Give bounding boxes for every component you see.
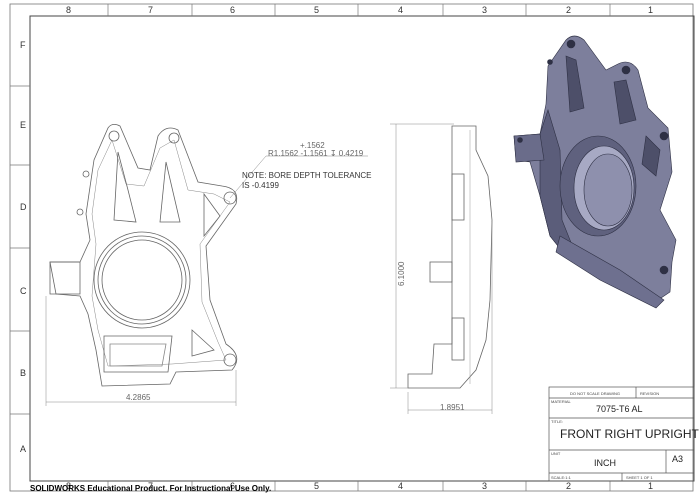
zone-col-5: 5 bbox=[314, 5, 319, 15]
iso-hole-2 bbox=[621, 65, 631, 75]
steering-arm bbox=[49, 261, 81, 295]
tb-units: INCH bbox=[594, 458, 616, 468]
tb-size: A3 bbox=[672, 454, 683, 464]
hole-callout-leader bbox=[229, 155, 368, 199]
zone-ticks bbox=[10, 4, 611, 491]
zone-col-7-bottom: 7 bbox=[148, 481, 153, 491]
mount-hole-left-upper bbox=[82, 170, 90, 178]
zone-col-4-bottom: 4 bbox=[398, 481, 403, 491]
tb-scale: SCALE:1:1 bbox=[551, 475, 572, 480]
front-view-inner-outline bbox=[91, 139, 231, 367]
outer-border bbox=[9, 3, 694, 492]
tb-revision-label: REVISION bbox=[640, 391, 659, 396]
side-arm bbox=[429, 261, 453, 283]
zone-col-8-bottom: 8 bbox=[66, 481, 71, 491]
pocket-3 bbox=[203, 192, 221, 238]
zone-row-A: A bbox=[20, 444, 26, 454]
zone-col-6: 6 bbox=[230, 5, 235, 15]
front-view-outline bbox=[49, 124, 238, 387]
zone-col-5-bottom: 5 bbox=[314, 481, 319, 491]
mount-hole-bottom-right bbox=[223, 353, 237, 367]
tb-sheet: SHEET 1 OF 1 bbox=[626, 475, 653, 480]
zone-col-3: 3 bbox=[482, 5, 487, 15]
tb-title: FRONT RIGHT UPRIGHT bbox=[560, 427, 700, 441]
educational-watermark: SOLIDWORKS Educational Product. For Inst… bbox=[30, 484, 272, 493]
title-block bbox=[548, 386, 695, 482]
iso-bore-deep bbox=[583, 153, 633, 227]
mount-hole-left-lower bbox=[76, 208, 84, 216]
side-boss-lower bbox=[451, 317, 465, 361]
tb-material-label: MATERIAL bbox=[551, 399, 571, 404]
iso-hole-3 bbox=[659, 131, 669, 141]
hole-callout-radius: R1.1562 -1.1561 ↧ 0.4219 bbox=[268, 149, 364, 158]
bore-outer bbox=[93, 231, 191, 329]
side-boss-upper bbox=[451, 173, 465, 221]
zone-col-1: 1 bbox=[648, 5, 653, 15]
iso-hole-1 bbox=[566, 39, 576, 49]
boss-bottom-inner bbox=[109, 343, 167, 367]
front-width-dimension bbox=[45, 296, 237, 406]
iso-lower-flange bbox=[555, 235, 665, 309]
zone-col-6-bottom: 6 bbox=[230, 481, 235, 491]
zone-col-4: 4 bbox=[398, 5, 403, 15]
zone-col-1-bottom: 1 bbox=[648, 481, 653, 491]
front-width-dim-label: 4.2865 bbox=[126, 393, 151, 402]
pocket-4 bbox=[191, 329, 215, 357]
zone-col-8: 8 bbox=[66, 5, 71, 15]
pocket-2 bbox=[159, 161, 181, 223]
iso-pocket-2 bbox=[613, 79, 637, 125]
iso-pocket-1 bbox=[565, 55, 585, 113]
tb-do-not-scale: DO NOT SCALE DRAWING bbox=[570, 391, 620, 396]
zone-row-D: D bbox=[20, 202, 27, 212]
hole-callout-tolerance: +.1562 bbox=[300, 141, 325, 150]
tb-units-label: UNIT bbox=[551, 451, 561, 456]
inner-border bbox=[29, 15, 695, 482]
mount-hole-top-right bbox=[168, 132, 180, 144]
zone-col-2-bottom: 2 bbox=[566, 481, 571, 491]
bore-inner bbox=[101, 239, 183, 321]
pocket-1 bbox=[113, 151, 137, 223]
front-view bbox=[49, 124, 238, 387]
side-width-dim-label: 1.8951 bbox=[440, 403, 465, 412]
side-height-dim-label: 6.1000 bbox=[397, 261, 406, 286]
mount-hole-top-left bbox=[108, 130, 120, 142]
side-view-outline bbox=[407, 125, 493, 389]
tb-title-label: TITLE: bbox=[551, 419, 563, 424]
bore-depth-note-line2: IS -0.4199 bbox=[242, 181, 279, 190]
bore-mid bbox=[97, 235, 187, 325]
zone-col-2: 2 bbox=[566, 5, 571, 15]
isometric-view bbox=[513, 35, 677, 309]
tb-material: 7075-T6 AL bbox=[596, 404, 643, 414]
zone-col-3-bottom: 3 bbox=[482, 481, 487, 491]
zone-col-7: 7 bbox=[148, 5, 153, 15]
zone-row-C: C bbox=[20, 286, 27, 296]
iso-hole-6 bbox=[547, 59, 553, 65]
iso-hole-5 bbox=[517, 137, 523, 143]
side-width-dimension bbox=[407, 222, 493, 414]
bore-depth-note-line1: NOTE: BORE DEPTH TOLERANCE bbox=[242, 171, 372, 180]
zone-row-F: F bbox=[20, 40, 26, 50]
iso-pocket-3 bbox=[641, 135, 661, 177]
zone-row-E: E bbox=[20, 120, 26, 130]
iso-hole-4 bbox=[659, 265, 669, 275]
mount-hole-right bbox=[223, 191, 237, 205]
side-view bbox=[407, 125, 493, 389]
boss-bottom bbox=[103, 335, 173, 373]
side-height-dimension bbox=[390, 123, 454, 389]
zone-row-B: B bbox=[20, 368, 26, 378]
